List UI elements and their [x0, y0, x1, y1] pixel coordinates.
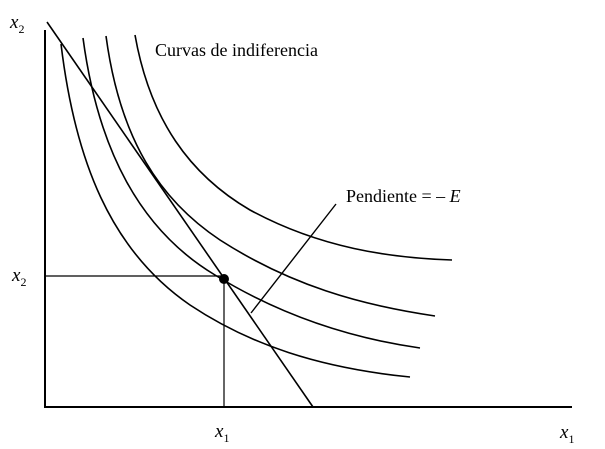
slope-pointer — [250, 203, 337, 314]
tangent-line — [46, 21, 314, 408]
y-axis-label: x2 — [9, 12, 24, 36]
curves-title: Curvas de indiferencia — [155, 40, 318, 60]
x-axis-label-sub: 1 — [568, 432, 574, 446]
x-axis-label-var: x — [559, 422, 569, 443]
y-axis-label-var: x — [9, 12, 19, 33]
indifference-curve-1 — [60, 43, 411, 378]
tangency-point — [219, 274, 229, 284]
point-x-label: x1 — [214, 421, 229, 445]
point-y-label: x2 — [11, 265, 26, 289]
slope-label-text: Pendiente = – — [346, 186, 450, 206]
indifference-curve-4 — [134, 34, 453, 261]
point-y-label-sub: 2 — [20, 275, 26, 289]
indifference-curve-2 — [82, 37, 421, 349]
point-x-label-sub: 1 — [223, 431, 229, 445]
point-x-label-var: x — [214, 421, 224, 442]
slope-label-symbol: E — [449, 186, 461, 206]
x-axis-label: x1 — [559, 422, 574, 446]
point-y-label-var: x — [11, 265, 21, 286]
indifference-curve-3 — [105, 35, 436, 317]
slope-label: Pendiente = – E — [346, 186, 461, 206]
y-axis-label-sub: 2 — [18, 22, 24, 36]
